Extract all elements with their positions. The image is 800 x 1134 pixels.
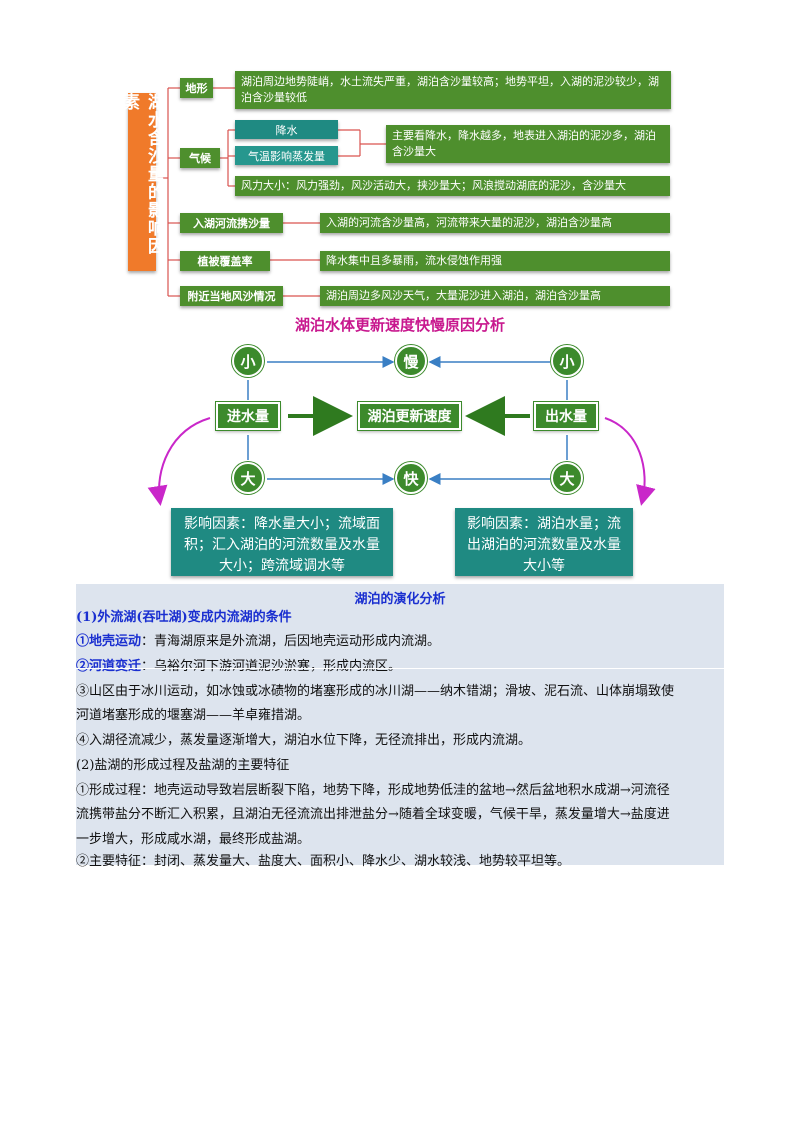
evolution-item-6: ②主要特征：封闭、蒸发量大、盐度大、面积小、降水少、湖水较浅、地势较平坦等。 [76,854,571,869]
terrain-text: 湖泊周边地势陡峭，水土流失严重，湖泊含沙量较高；地势平坦，入湖的泥沙较少，湖泊含… [235,71,671,109]
outflow-node: 出水量 [534,402,598,430]
evolution-item-2-text: ：乌裕尔河下游河道泥沙淤塞，形成内流区。 [141,659,402,674]
evolution-heading-1: (1)外流湖(吞吐湖)变成内流湖的条件 [76,610,292,625]
notes-divider [76,668,724,669]
inflow-text: 入湖的河流含沙量高，河流带来大量的泥沙，湖泊含沙量高 [320,213,670,233]
sand-text: 湖泊周边多风沙天气，大量泥沙进入湖泊，湖泊含沙量高 [320,286,670,306]
evolution-heading-2: (2)盐湖的形成过程及盐湖的主要特征 [76,758,290,773]
renewal-arrows [147,356,656,506]
inflow-factors-box: 影响因素：降水量大小；流域面积；汇入湖泊的河流数量及水量大小；跨流域调水等 [171,508,393,576]
outflow-factors-box: 影响因素：湖泊水量；流出湖泊的河流数量及水量大小等 [455,508,633,576]
terrain-label: 地形 [180,78,213,98]
small-left-circle: 小 [232,345,264,377]
vegetation-label: 植被覆盖率 [180,251,270,271]
evolution-item-3-line-1: ③山区由于冰川运动，如冰蚀或冰碛物的堵塞形成的冰川湖——纳木错湖；滑坡、泥石流、… [76,684,675,699]
evolution-item-5-line-1: ①形成过程：地壳运动导致岩层断裂下陷，地势下降，形成地势低洼的盆地→然后盆地积水… [76,783,670,798]
climate-rain-label: 降水 [235,120,338,139]
evolution-item-1: ①地壳运动：青海湖原来是外流湖，后因地壳运动形成内流湖。 [76,630,724,649]
big-left-circle: 大 [232,462,264,494]
evolution-notes: 湖泊的演化分析 (1)外流湖(吞吐湖)变成内流湖的条件 ①地壳运动：青海湖原来是… [76,584,724,869]
inflow-node: 进水量 [216,402,280,430]
evolution-item-5-line-3: 一步增大，形成咸水湖，最终形成盐湖。 [76,832,311,847]
evolution-item-1-text: ：青海湖原来是外流湖，后因地壳运动形成内流湖。 [141,634,441,649]
renewal-speed-node: 湖泊更新速度 [358,402,461,430]
evolution-item-3-line-2: 河道堵塞形成的堰塞湖——羊卓雍措湖。 [76,708,311,723]
small-right-circle: 小 [551,345,583,377]
climate-label: 气候 [180,148,220,168]
climate-wind-text: 风力大小：风力强劲，风沙活动大，挟沙量大；风浪搅动湖底的泥沙，含沙量大 [235,176,670,196]
climate-rain-text: 主要看降水，降水越多，地表进入湖泊的泥沙多，湖泊含沙量大 [386,125,670,163]
slow-circle: 慢 [395,345,427,377]
climate-temp-label: 气温影响蒸发量 [235,146,338,165]
inflow-label: 入湖河流携沙量 [180,213,283,233]
evolution-title: 湖泊的演化分析 [354,592,446,607]
fast-circle: 快 [395,462,427,494]
evolution-item-5-line-2: 流携带盐分不断汇入积累，且湖泊无径流流出排泄盐分→随着全球变暖，气候干旱，蒸发量… [76,807,670,822]
evolution-item-2-label: ②河道变迁 [76,659,142,674]
big-right-circle: 大 [551,462,583,494]
sand-label: 附近当地风沙情况 [180,286,283,306]
mindmap-title: 湖水含沙量的影响因素 [119,93,164,271]
vegetation-text: 降水集中且多暴雨，流水侵蚀作用强 [320,251,670,271]
evolution-item-4: ④入湖径流减少，蒸发量逐渐增大，湖泊水位下降，无径流排出，形成内流湖。 [76,733,532,748]
mindmap-connectors [156,87,386,297]
evolution-item-2: ②河道变迁：乌裕尔河下游河道泥沙淤塞，形成内流区。 [76,655,724,674]
evolution-item-1-label: ①地壳运动 [76,634,142,649]
renewal-title: 湖泊水体更新速度快慢原因分析 [294,316,505,334]
